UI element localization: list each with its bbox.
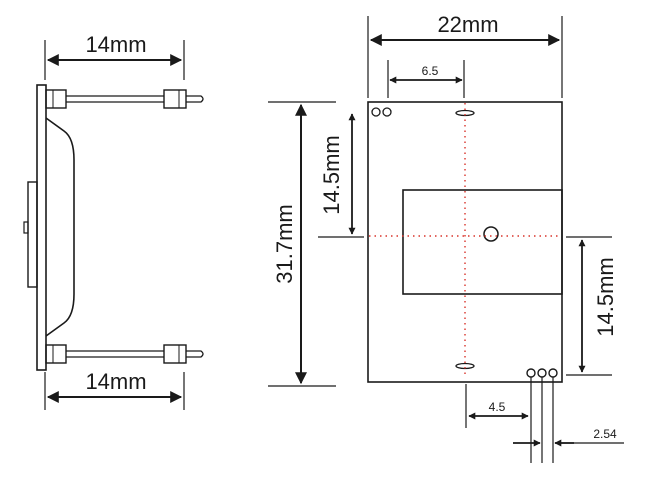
- front-height-label: 31.7mm: [272, 204, 297, 283]
- side-top-width-label: 14mm: [85, 32, 146, 57]
- upper-offset-dimension: 14.5mm: [318, 113, 364, 238]
- pin-header: [526, 368, 558, 463]
- mount-hole-right: [382, 107, 392, 117]
- side-top-width-dimension: 14mm: [44, 32, 185, 80]
- hole-offset-dimension: 6.5: [387, 60, 465, 98]
- pin-2: [537, 368, 547, 378]
- front-width-label: 22mm: [437, 12, 498, 37]
- pin-pitch-dimension: 2.54: [513, 427, 624, 447]
- side-bottom-width-label: 14mm: [85, 369, 146, 394]
- pin-pitch-label: 2.54: [593, 427, 617, 441]
- lower-offset-dimension: 14.5mm: [566, 236, 618, 376]
- side-bottom-pin: [45, 344, 204, 364]
- side-view: 14mm: [23, 32, 204, 410]
- sensor-center-hole: [483, 226, 499, 242]
- mount-hole-left: [371, 107, 381, 117]
- front-height-dimension: 31.7mm: [268, 101, 336, 387]
- side-board: [23, 84, 75, 371]
- front-view: 22mm 6.5 31.7mm 14.5mm: [268, 12, 624, 463]
- side-top-pin: [45, 89, 204, 109]
- front-width-dimension: 22mm: [367, 12, 563, 98]
- pin-offset-label: 4.5: [489, 400, 506, 414]
- lower-offset-label: 14.5mm: [593, 257, 618, 336]
- hole-offset-label: 6.5: [422, 64, 439, 78]
- pin-3: [548, 368, 558, 378]
- sensor-window: [402, 189, 563, 295]
- pin-1: [526, 368, 536, 378]
- side-bottom-width-dimension: 14mm: [44, 369, 185, 410]
- upper-offset-label: 14.5mm: [319, 135, 344, 214]
- pin-offset-dimension: 4.5: [465, 384, 529, 428]
